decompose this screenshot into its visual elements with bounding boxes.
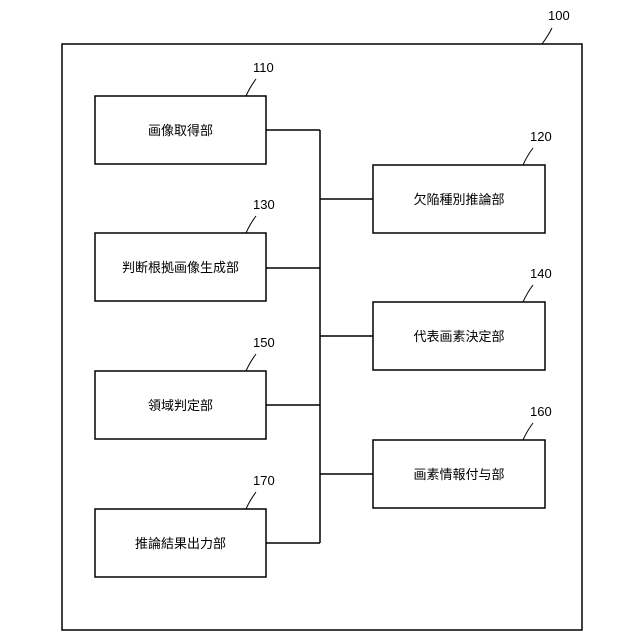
system-ref-leader <box>542 28 552 44</box>
block-ref: 160 <box>530 404 552 419</box>
system-ref: 100 <box>548 8 570 23</box>
block-label: 判断根拠画像生成部 <box>122 261 239 276</box>
block-ref: 170 <box>253 473 275 488</box>
block-label: 欠陥種別推論部 <box>413 192 504 208</box>
block-label: 代表画素決定部 <box>413 330 504 345</box>
block-label: 画素情報付与部 <box>413 468 504 483</box>
block-ref: 150 <box>253 335 275 350</box>
block-label: 領域判定部 <box>148 398 213 414</box>
block-ref: 120 <box>530 129 552 144</box>
block-label: 推論結果出力部 <box>135 536 226 552</box>
block-ref: 140 <box>530 266 552 281</box>
block-ref: 110 <box>253 60 274 75</box>
block-label: 画像取得部 <box>148 123 213 139</box>
block-ref: 130 <box>253 197 275 212</box>
